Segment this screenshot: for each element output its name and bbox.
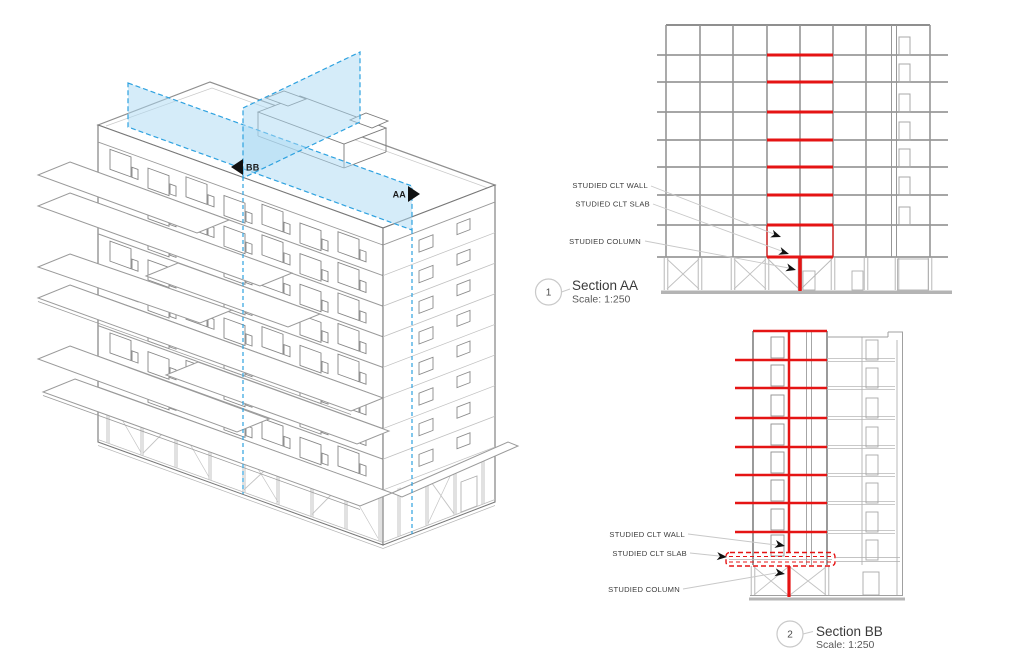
section-bb-highlights (725, 329, 836, 597)
bb-cut-plane (242, 51, 361, 179)
stair-doors (898, 36, 911, 226)
bb-callout-column: STUDIED COLUMN (608, 585, 680, 594)
bb-marker-arrow-icon (231, 159, 243, 175)
bb-callout-wall: STUDIED CLT WALL (609, 530, 685, 539)
balcony-slabs (36, 161, 520, 510)
bb-studied-slab-dashed-lines (729, 556, 832, 563)
arrowhead-icon (785, 263, 798, 274)
podium-braced-frame-se (383, 455, 495, 549)
view-number: 1 (546, 288, 552, 299)
view-scale: Scale: 1:250 (572, 294, 631, 306)
view-scale: Scale: 1:250 (816, 639, 875, 651)
aa-section-marker: AA (393, 186, 420, 202)
aa-marker-arrow-icon (408, 186, 420, 202)
bb-main-doors (770, 336, 785, 557)
aa-marker-label: AA (393, 190, 407, 200)
section-aa-drawing: STUDIED CLT WALL STUDIED CLT SLAB STUDIE… (534, 24, 952, 306)
base-slab (661, 290, 952, 294)
aa-callout-leaders (644, 185, 795, 270)
bb-callout-slab: STUDIED CLT SLAB (612, 549, 687, 558)
view-title: Section AA (572, 278, 638, 293)
bb-base-slab (749, 597, 905, 601)
aa-callout-column: STUDIED COLUMN (569, 237, 641, 246)
bb-marker-label: BB (246, 163, 260, 173)
axonometric-view: BB AA (36, 51, 520, 549)
view-number: 2 (787, 630, 793, 641)
bb-callout-leaders (682, 533, 777, 590)
cut-plane-traces (242, 170, 413, 534)
aa-callout-slab: STUDIED CLT SLAB (575, 200, 650, 209)
bb-annex-doors (865, 339, 879, 561)
facade-southeast (382, 184, 496, 549)
section-bb-drawing: STUDIED CLT WALL STUDIED CLT SLAB STUDIE… (608, 329, 905, 651)
view-title: Section BB (816, 624, 883, 639)
ground-storey (663, 258, 933, 291)
aa-callout-wall: STUDIED CLT WALL (572, 181, 648, 190)
section-aa-grid (657, 24, 952, 294)
studied-slabs-red (767, 53, 833, 259)
section-aa-highlights (766, 53, 834, 291)
bb-ground-storey (750, 566, 880, 596)
section-bb-titleblock: 2 Section BB Scale: 1:250 (776, 620, 883, 651)
arrowhead-icon (770, 229, 783, 241)
studied-wall-red (766, 225, 834, 257)
section-aa-titleblock: 1 Section AA Scale: 1:250 (534, 278, 638, 306)
bb-studied-slabs-red (735, 358, 827, 534)
bb-studied-slab-dashed-box (725, 551, 836, 567)
section-bb-grid (729, 331, 905, 601)
bb-section-marker: BB (231, 159, 260, 175)
